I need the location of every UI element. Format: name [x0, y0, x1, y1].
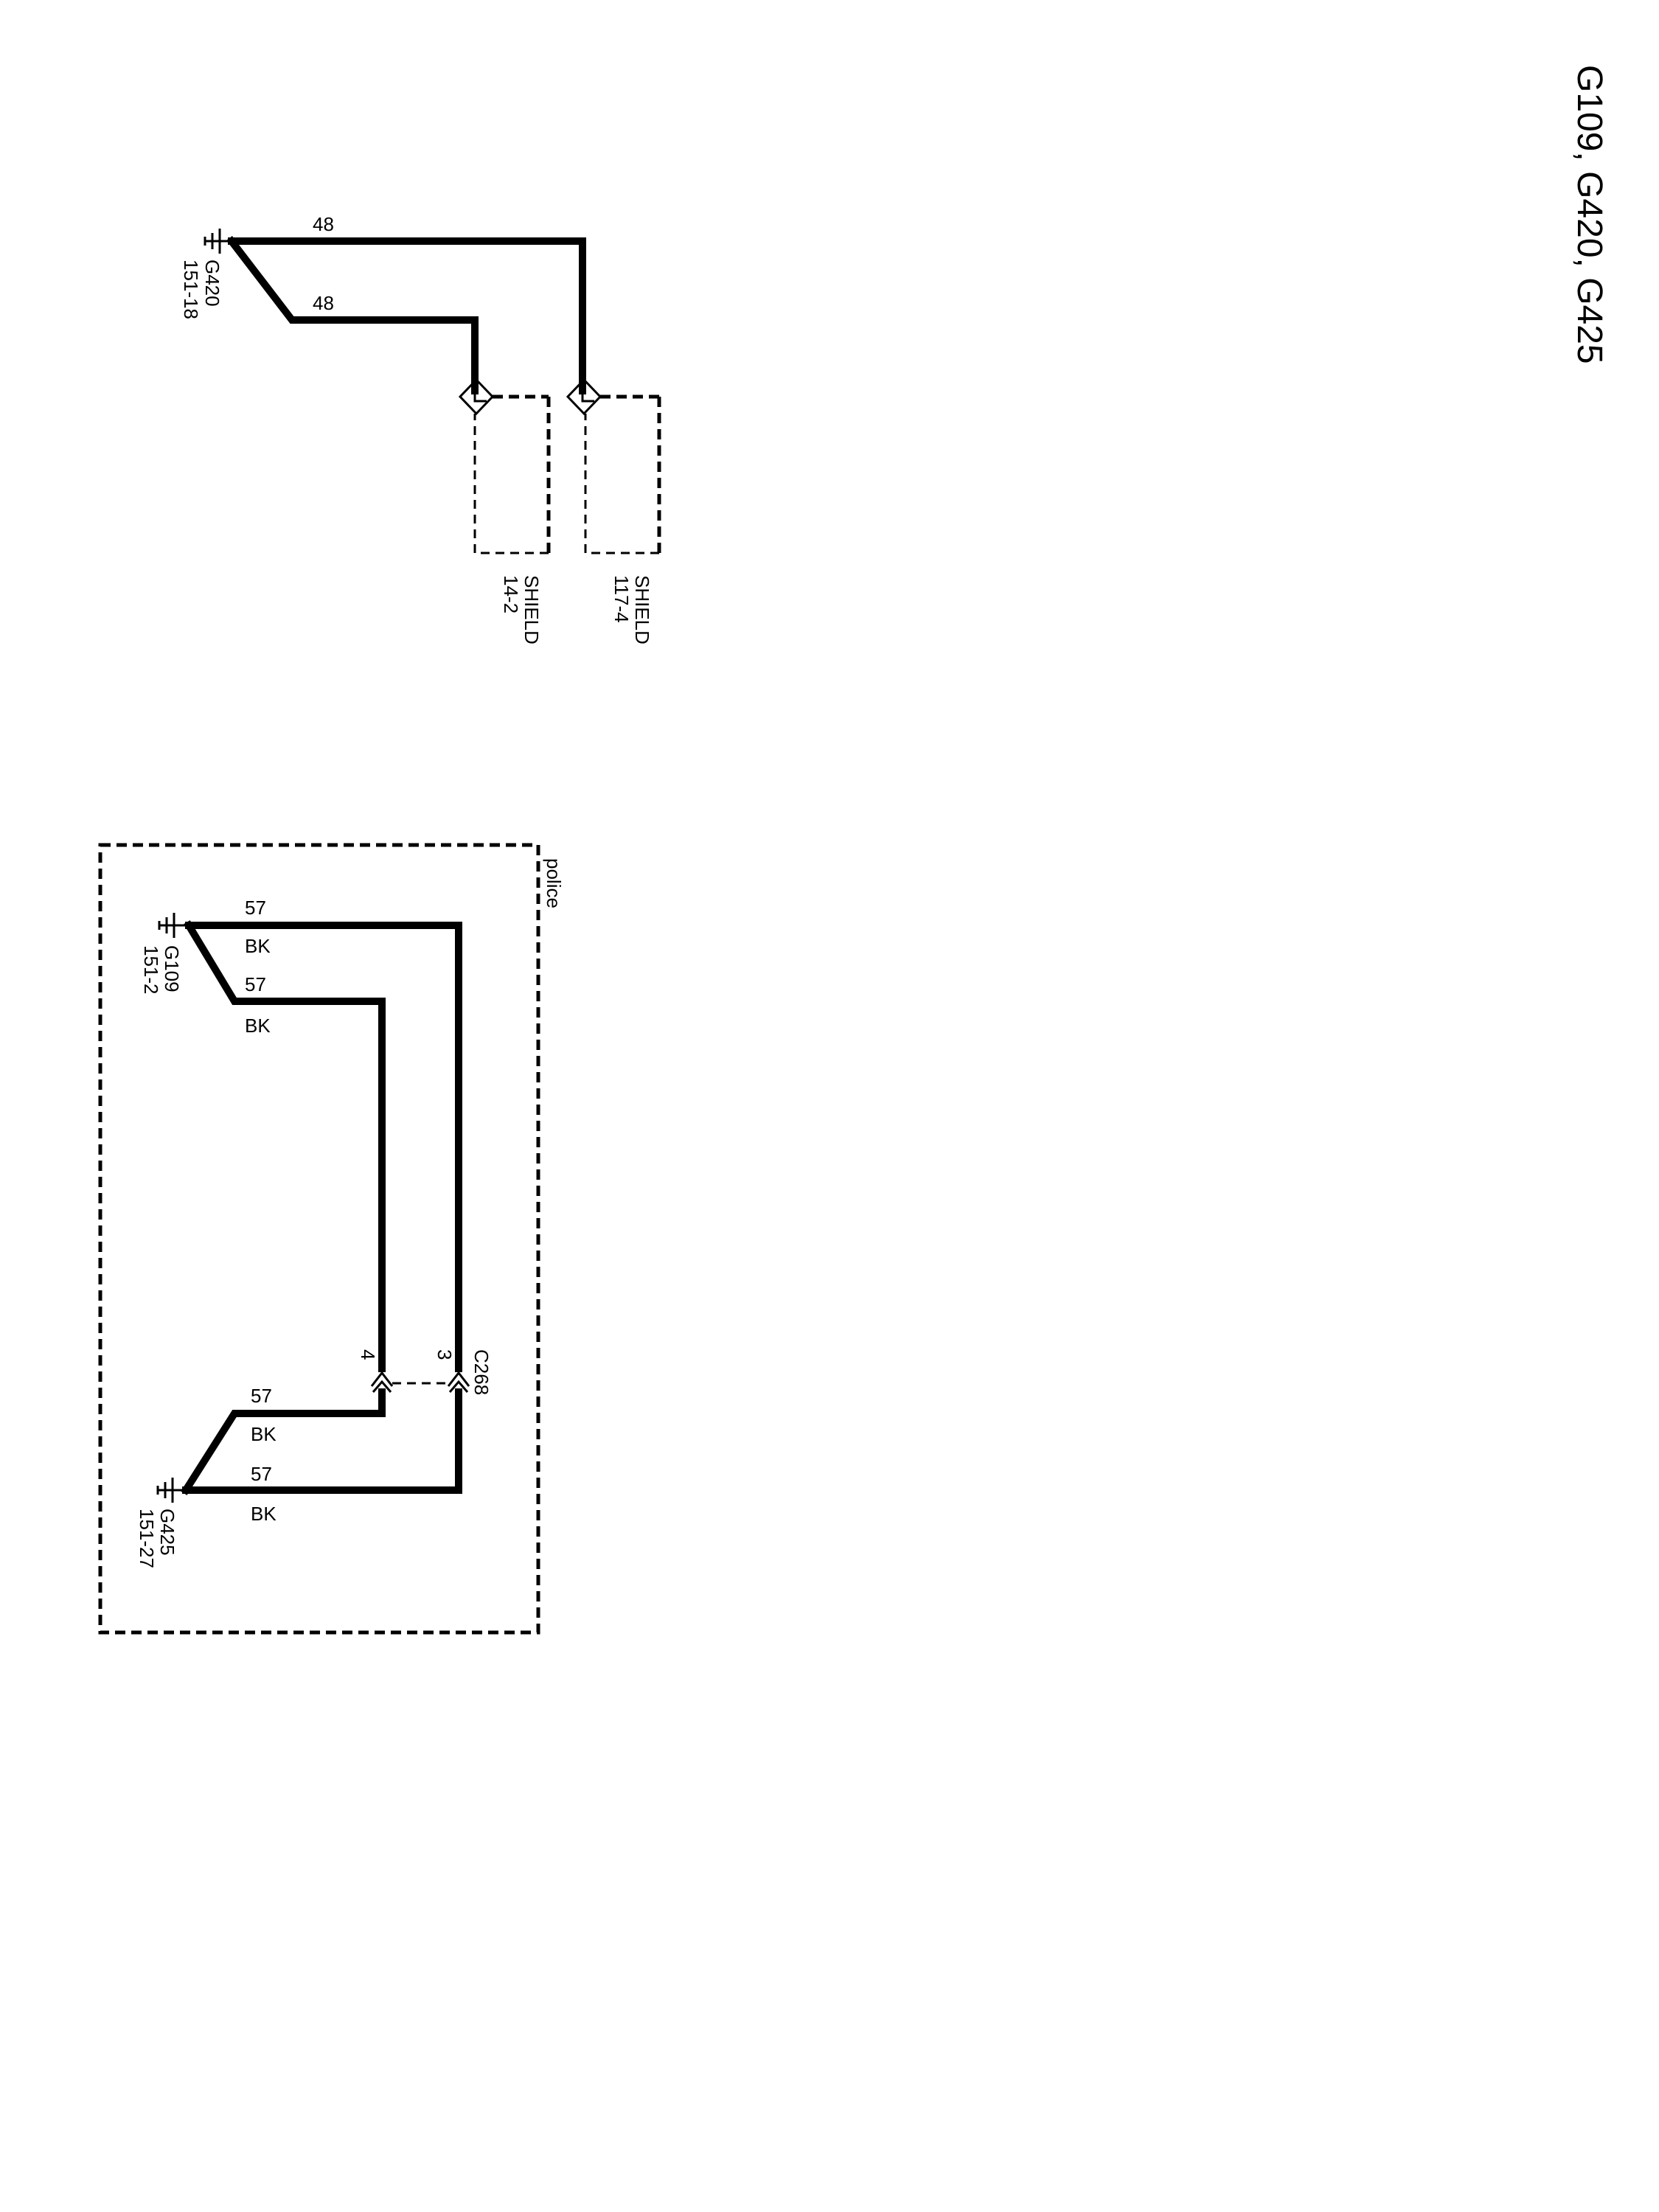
wire-57-g425-inner — [181, 1388, 386, 1495]
ground-id-g420: G420 — [201, 260, 223, 307]
wire-57-g425-outer — [182, 1388, 462, 1494]
wire-color-label-3: BK — [251, 1423, 276, 1445]
wire-circuit-label-3: 57 — [251, 1385, 272, 1407]
connector-terminal-pin-4 — [370, 1371, 394, 1393]
shield-diamond-117-4 — [566, 378, 602, 416]
ground-id-g109: G109 — [161, 945, 183, 992]
ground-id-g425: G425 — [156, 1509, 178, 1556]
connector-id-c268: C268 — [470, 1349, 493, 1395]
ground-symbol-g109 — [158, 913, 189, 938]
ground-symbol-g425 — [156, 1478, 186, 1503]
wire-circuit-label-2: 57 — [245, 973, 266, 995]
page-title: G109, G420, G425 — [1570, 65, 1609, 364]
shield-ref-14-2: 14-2 — [500, 575, 522, 613]
wire-label-48-inner: 48 — [313, 292, 334, 314]
wire-color-label-2: BK — [245, 1015, 271, 1037]
shield-ref-117-4: 117-4 — [611, 575, 633, 623]
wire-color-label-1: BK — [245, 935, 271, 957]
shield-box-117-4 — [584, 394, 661, 554]
shield-box-14-2 — [473, 394, 551, 554]
option-box — [98, 843, 540, 1635]
shield-label-117-4: SHIELD — [631, 575, 653, 644]
ground-ref-g420: 151-18 — [180, 260, 202, 319]
connector-pin-label-3: 3 — [434, 1349, 456, 1360]
connector-pin-label-4: 4 — [357, 1349, 379, 1360]
wire-57-g109-inner — [184, 920, 386, 1372]
ground-ref-g425: 151-27 — [136, 1509, 158, 1568]
option-label: police — [543, 858, 565, 908]
wire-57-g109-outer — [185, 922, 462, 1372]
shield-diamond-14-2 — [458, 378, 495, 416]
wire-circuit-label-4: 57 — [251, 1463, 272, 1485]
upper-circuit: G420 151-18 48 48 SHIELD — [180, 213, 661, 644]
lower-circuit: police G109 151-2 G425 151-27 57 BK 57 B… — [98, 843, 565, 1635]
ground-ref-g109: 151-2 — [140, 945, 162, 995]
shield-label-14-2: SHIELD — [521, 575, 543, 644]
wire-48-outer — [228, 237, 586, 394]
wire-circuit-label-1: 57 — [245, 897, 266, 919]
wire-color-label-4: BK — [251, 1503, 276, 1525]
connector-terminal-pin-3 — [447, 1371, 470, 1393]
wire-48-inner — [226, 235, 479, 394]
wire-label-48-outer: 48 — [313, 213, 334, 235]
